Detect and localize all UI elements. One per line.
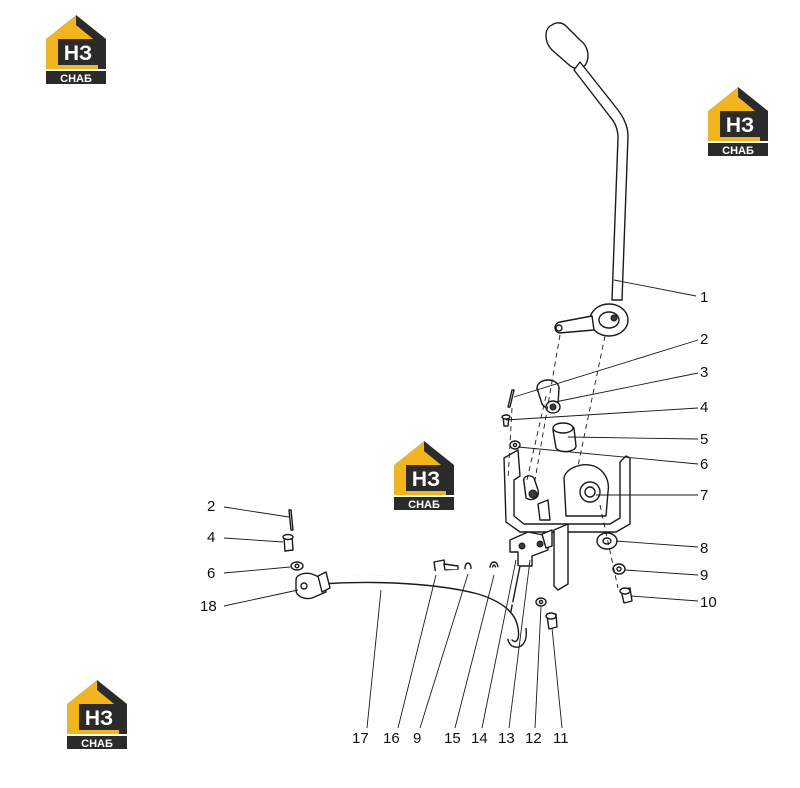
logo-watermark-bottom-left [67, 680, 127, 750]
lock-washer-right [612, 563, 626, 575]
callout-labels: 1 2 3 4 5 6 7 8 9 10 2 4 6 18 17 16 9 15… [200, 289, 717, 747]
washer-left [290, 561, 304, 571]
lower-bracket [509, 523, 569, 591]
callout-11: 11 [553, 730, 569, 747]
control-cable [319, 565, 527, 648]
callout-2-upper: 2 [700, 331, 708, 348]
washer-upper [509, 440, 521, 450]
callout-6-upper: 6 [700, 456, 708, 473]
callout-9-lower: 9 [413, 730, 421, 747]
bolt-right [619, 587, 633, 604]
callout-14: 14 [471, 730, 488, 747]
logo-watermark-top-left [46, 15, 106, 85]
callout-4-left: 4 [207, 529, 215, 546]
callout-2-left: 2 [207, 498, 215, 515]
pin-left [282, 533, 294, 552]
cotter-pin-left [288, 509, 294, 531]
callout-6-left: 6 [207, 565, 215, 582]
callout-8: 8 [700, 540, 708, 557]
callout-7: 7 [700, 487, 708, 504]
logo-watermark-center [394, 441, 454, 511]
callout-16: 16 [383, 730, 400, 747]
cable-end-fork [295, 571, 331, 600]
bolt-bottom [545, 612, 558, 630]
gear-lever [545, 22, 629, 337]
callout-13: 13 [498, 730, 515, 747]
cotter-pin-upper [507, 389, 515, 408]
callout-17: 17 [352, 730, 369, 747]
disc-washer [596, 532, 618, 550]
callout-18: 18 [200, 598, 217, 615]
logo-watermark-top-right [708, 87, 768, 157]
callout-9-right: 9 [700, 567, 708, 584]
callout-4-upper: 4 [700, 399, 708, 416]
lever-bracket [503, 449, 631, 533]
callout-12: 12 [525, 730, 542, 747]
clevis [536, 379, 561, 414]
callout-3: 3 [700, 364, 708, 381]
callout-10: 10 [700, 594, 717, 611]
callout-1: 1 [700, 289, 708, 306]
leader-lines [223, 279, 699, 729]
nut [535, 597, 547, 607]
bushing [552, 422, 577, 453]
callout-15: 15 [444, 730, 461, 747]
pin-upper [501, 414, 511, 427]
callout-5: 5 [700, 431, 708, 448]
